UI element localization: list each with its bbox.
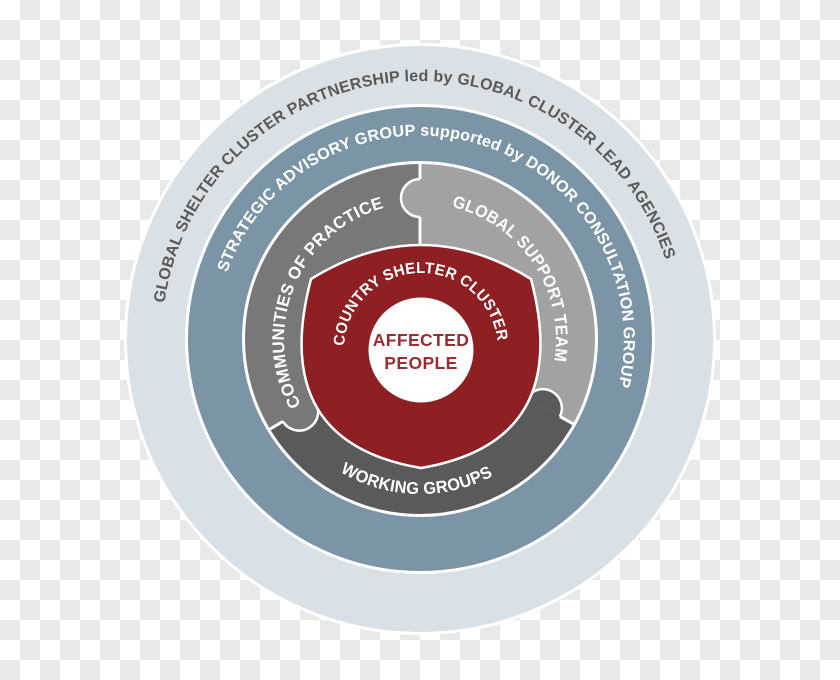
affected-people-circle — [368, 297, 474, 403]
affected-people-label-line1: AFFECTED — [373, 330, 470, 350]
affected-people-label-line2: PEOPLE — [384, 353, 457, 373]
puzzle-tab-top — [399, 177, 421, 219]
